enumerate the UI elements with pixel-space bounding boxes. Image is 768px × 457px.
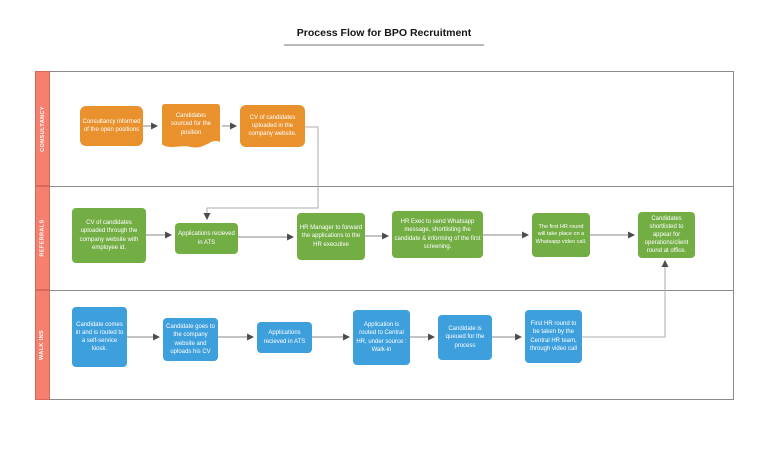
node-label: Candidate comes in and is routed to a se… — [75, 321, 124, 353]
node-first-hr-round-video[interactable]: First HR round to be taken by the Centra… — [525, 310, 582, 363]
node-consultancy-informed[interactable]: Consultancy informed of the open positio… — [80, 106, 143, 146]
node-cv-uploaded-employee-id[interactable]: CV of candidates uploaded through the co… — [72, 208, 146, 263]
document-shape-icon — [162, 104, 220, 148]
node-first-hr-round-whatsapp[interactable]: The first HR round will take place on a … — [532, 213, 590, 257]
lane-header-consultancy[interactable]: CONSULTANCY — [35, 71, 50, 186]
node-label: Candidate is queued for the process — [445, 326, 485, 349]
node-label: HR Exec to send Whatsapp message, shortl… — [394, 219, 481, 250]
node-label: Candidates shortlisted to appear for ope… — [644, 215, 689, 255]
arrow-walkins-to-referrals — [582, 259, 669, 338]
node-applications-ats-referrals[interactable]: Applications recieved in ATS — [175, 223, 238, 254]
node-candidate-uploads-cv[interactable]: Candidate goes to the company website an… — [163, 318, 218, 361]
arrow-consultancy-to-referrals — [203, 126, 319, 221]
lane-divider — [35, 186, 734, 187]
node-label: Application is routed to Central HR, und… — [356, 322, 407, 353]
node-label: Candidate goes to the company website an… — [166, 324, 215, 355]
node-label: The first HR round will take place on a … — [535, 223, 587, 245]
node-shortlisted-office-round[interactable]: Candidates shortlisted to appear for ope… — [638, 212, 695, 258]
node-hr-manager-forward[interactable]: HR Manager to forward the applications t… — [297, 213, 365, 260]
node-label: First HR round to be taken by the Centra… — [529, 321, 578, 352]
node-label: CV of candidates uploaded in the company… — [248, 114, 297, 138]
node-cv-uploaded-website[interactable]: CV of candidates uploaded in the company… — [240, 105, 305, 147]
node-candidate-kiosk[interactable]: Candidate comes in and is routed to a se… — [72, 307, 127, 367]
node-candidates-sourced[interactable]: Candidates sourced for the position — [162, 104, 220, 151]
node-applications-ats-walkins[interactable]: Applications recieved in ATS — [257, 322, 312, 353]
lane-header-walkins[interactable]: WALK INS — [35, 290, 50, 400]
node-label: Applications recieved in ATS — [263, 330, 306, 345]
node-label: HR Manager to forward the applications t… — [299, 225, 363, 248]
node-label: CV of candidates uploaded through the co… — [79, 220, 139, 251]
node-label: Applications recieved in ATS — [178, 231, 235, 246]
node-label: Candidates sourced for the position — [170, 113, 212, 136]
lane-divider — [35, 290, 734, 291]
node-candidate-queued[interactable]: Candidate is queued for the process — [438, 315, 492, 360]
node-routed-central-hr[interactable]: Application is routed to Central HR, und… — [353, 310, 410, 365]
node-hr-exec-whatsapp[interactable]: HR Exec to send Whatsapp message, shortl… — [392, 211, 483, 258]
lane-header-referrals[interactable]: REFERRALS — [35, 186, 50, 290]
diagram-title: Process Flow for BPO Recruitment — [284, 27, 484, 46]
node-label: Consultancy informed of the open positio… — [82, 118, 141, 133]
